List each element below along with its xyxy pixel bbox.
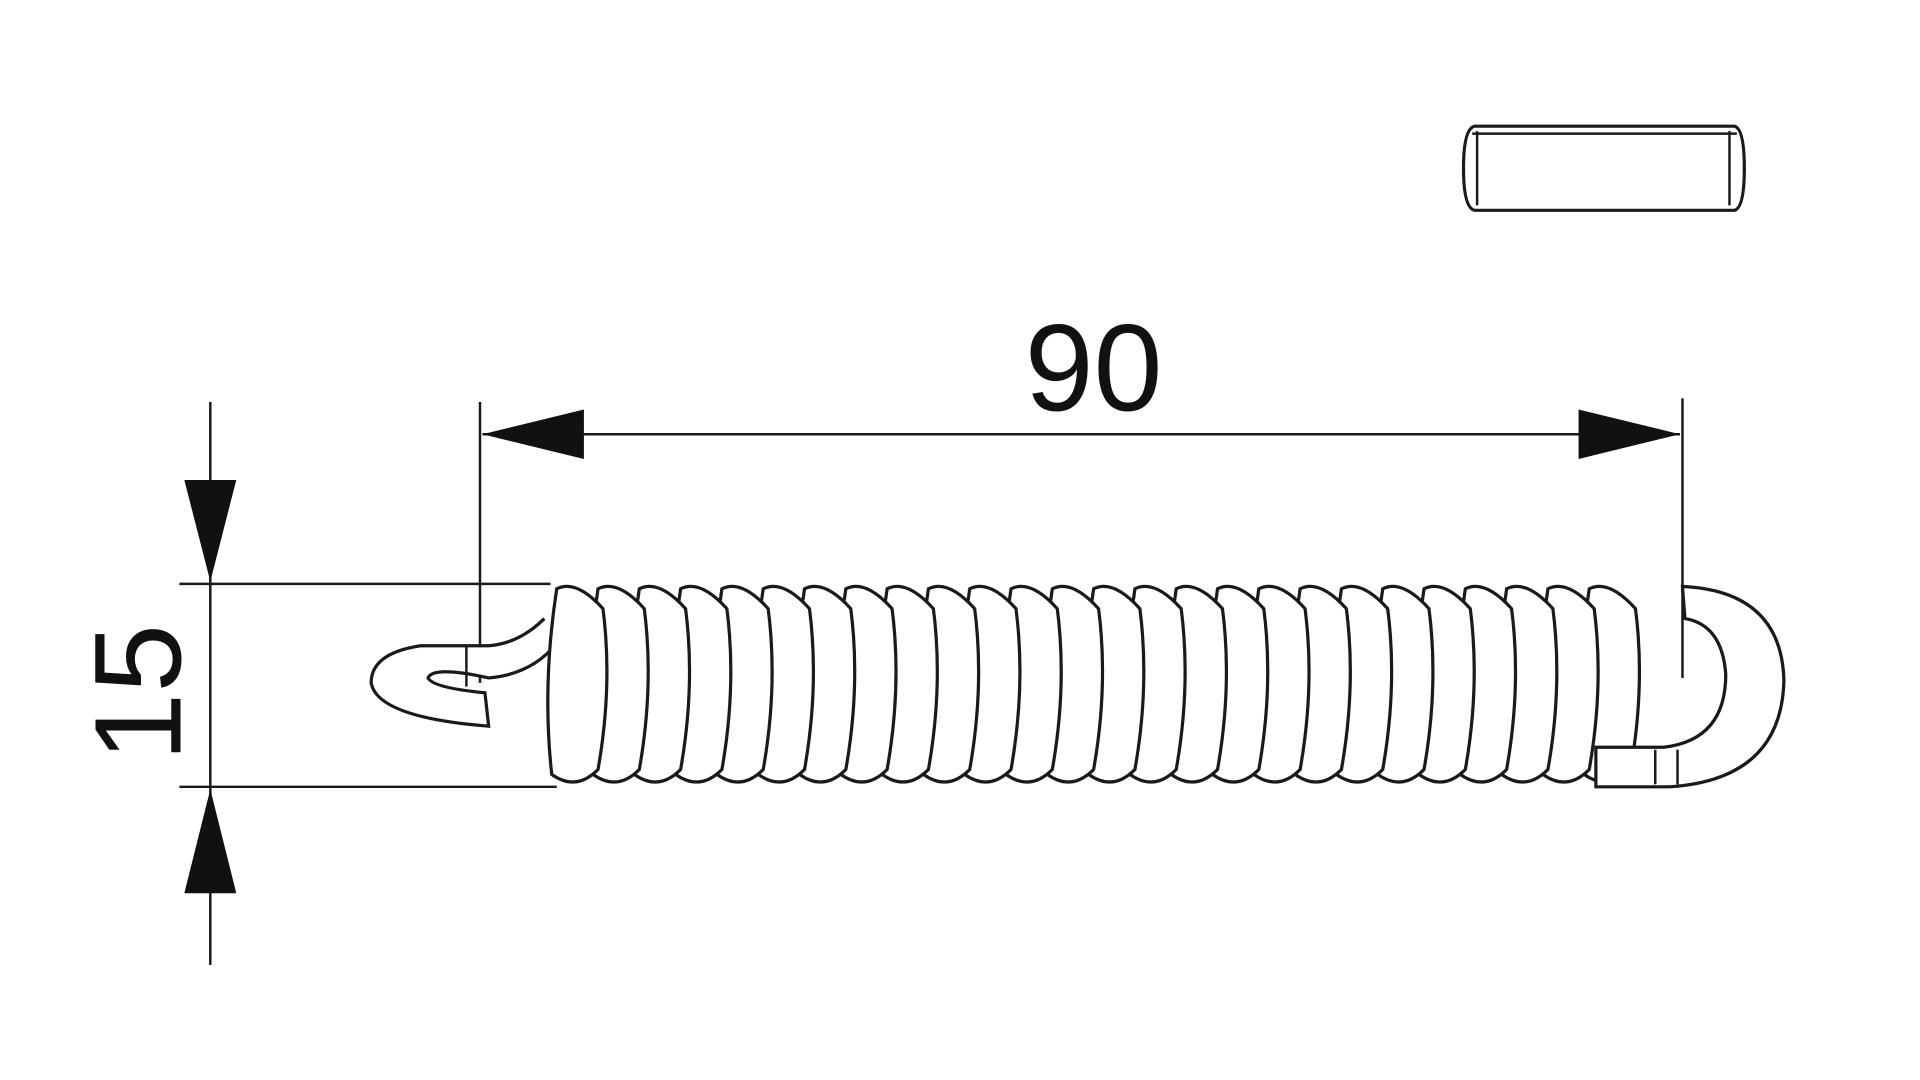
arrowhead-up [184,789,237,894]
left-hook [369,617,558,728]
pin-part [1461,124,1746,212]
length-dimension: 90 [478,300,1684,683]
diameter-dimension: 15 [70,402,557,965]
spring-coils [546,584,1642,784]
coil-turn [546,584,609,784]
arrowhead-down [184,480,237,582]
arrowhead-right [1578,409,1680,459]
diameter-dimension-label: 15 [70,624,208,762]
right-hook [1594,584,1786,789]
length-dimension-label: 90 [1025,300,1163,438]
arrowhead-left [482,409,584,459]
